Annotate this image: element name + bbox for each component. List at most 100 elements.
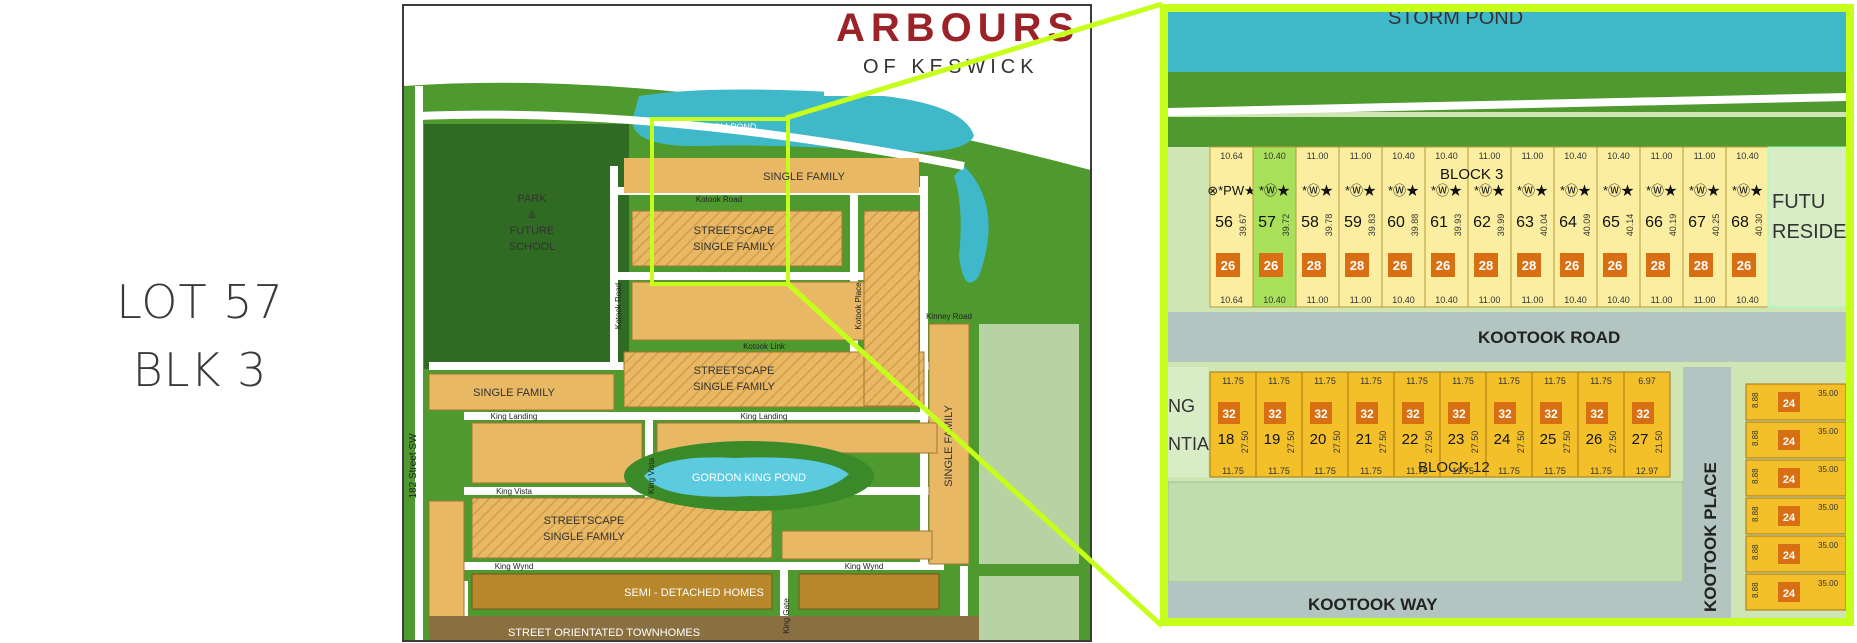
model-number: 32 <box>1452 407 1466 421</box>
park-area[interactable] <box>424 124 629 369</box>
map-labels: PARK & FUTURE SCHOOL STORM POND SINGLE F… <box>473 122 955 639</box>
lot-parcel[interactable] <box>1596 146 1641 308</box>
lot-parcel[interactable] <box>1682 146 1727 308</box>
lot-parcel[interactable] <box>1338 146 1383 308</box>
lot-depth: 40.09 <box>1582 214 1592 237</box>
lot-frontage-bottom: 11.00 <box>1651 295 1673 305</box>
streetscape-2-line2: SINGLE FAMILY <box>693 381 775 393</box>
zoom-highlight-box[interactable] <box>650 117 790 286</box>
lot-frontage-top: 10.40 <box>1435 151 1458 161</box>
lot-parcel[interactable] <box>1531 371 1579 478</box>
parcel-king-landing[interactable] <box>471 422 643 484</box>
parcel-semi-detached-right[interactable] <box>798 573 940 610</box>
parcel-streetscape-1[interactable] <box>631 210 843 267</box>
parcel-kotook-place[interactable] <box>863 210 920 407</box>
lot-symbols: *Ⓦ★ <box>1646 183 1677 198</box>
kootook-way <box>1168 582 1728 618</box>
lot-frontage-top: 11.75 <box>1498 376 1520 386</box>
lot-parcel[interactable] <box>1301 371 1349 478</box>
future-residential[interactable] <box>1767 146 1846 308</box>
lot-parcel[interactable] <box>1639 146 1684 308</box>
road-kotook-place: Kotook Place <box>854 282 863 330</box>
lot-depth: 35.00 <box>1818 579 1839 588</box>
model-number: 26 <box>1264 258 1278 273</box>
lot-parcel[interactable] <box>1623 371 1671 478</box>
overview-map[interactable]: PARK & FUTURE SCHOOL STORM POND SINGLE F… <box>402 4 1092 642</box>
parcel-182-street[interactable] <box>428 500 465 632</box>
parcel-single-family-top[interactable] <box>624 158 919 193</box>
lot-parcel[interactable] <box>1393 371 1441 478</box>
parcel-king-wynd-right[interactable] <box>781 530 933 560</box>
road-king-wynd-right: King Wynd <box>845 562 884 571</box>
lot-number: 18 <box>1218 431 1235 448</box>
lot-parcel[interactable] <box>1252 146 1297 308</box>
lot-width: 8.88 <box>1751 506 1760 522</box>
lot-frontage-bottom: 11.75 <box>1498 466 1520 476</box>
kootook-road-label: KOOTOOK ROAD <box>1478 328 1620 347</box>
model-badge <box>1517 253 1541 277</box>
model-number: 32 <box>1590 407 1604 421</box>
lot-number: 68 <box>1731 214 1749 231</box>
lot-parcel[interactable] <box>1439 371 1487 478</box>
lot-frontage-top: 11.75 <box>1360 376 1382 386</box>
lot-parcel[interactable] <box>1725 146 1770 308</box>
lot-parcel[interactable] <box>1209 146 1254 308</box>
model-number: 26 <box>1221 258 1235 273</box>
zoom-grass-strip <box>1168 117 1846 147</box>
single-family-left-label: SINGLE FAMILY <box>473 387 555 399</box>
lot-parcel[interactable] <box>1553 146 1598 308</box>
model-number: 28 <box>1651 258 1665 273</box>
lot-depth: 35.00 <box>1818 427 1839 436</box>
lot-number: 22 <box>1402 431 1419 448</box>
lot-parcel[interactable] <box>1510 146 1555 308</box>
lot-parcel[interactable] <box>1255 371 1303 478</box>
lot-depth: 40.25 <box>1711 214 1721 237</box>
model-number: 32 <box>1498 407 1512 421</box>
model-badge <box>1732 253 1756 277</box>
road-king-landing-right: King Landing <box>741 412 788 421</box>
lot-parcel[interactable] <box>1577 371 1625 478</box>
lot-parcel[interactable] <box>1485 371 1533 478</box>
lot-parcel[interactable] <box>1381 146 1426 308</box>
lot-parcel[interactable] <box>1424 146 1469 308</box>
lot-parcel[interactable] <box>1347 371 1395 478</box>
lot-frontage-bottom: 10.40 <box>1564 295 1587 305</box>
lot-parcel[interactable] <box>1209 371 1257 478</box>
streetscape-3-line2: SINGLE FAMILY <box>543 531 625 543</box>
lot-parcel[interactable] <box>1295 146 1340 308</box>
parcel-semi-detached[interactable] <box>471 573 773 610</box>
model-number: 32 <box>1406 407 1420 421</box>
lot-number: 60 <box>1387 214 1405 231</box>
parcel-single-family-left[interactable] <box>428 373 615 411</box>
